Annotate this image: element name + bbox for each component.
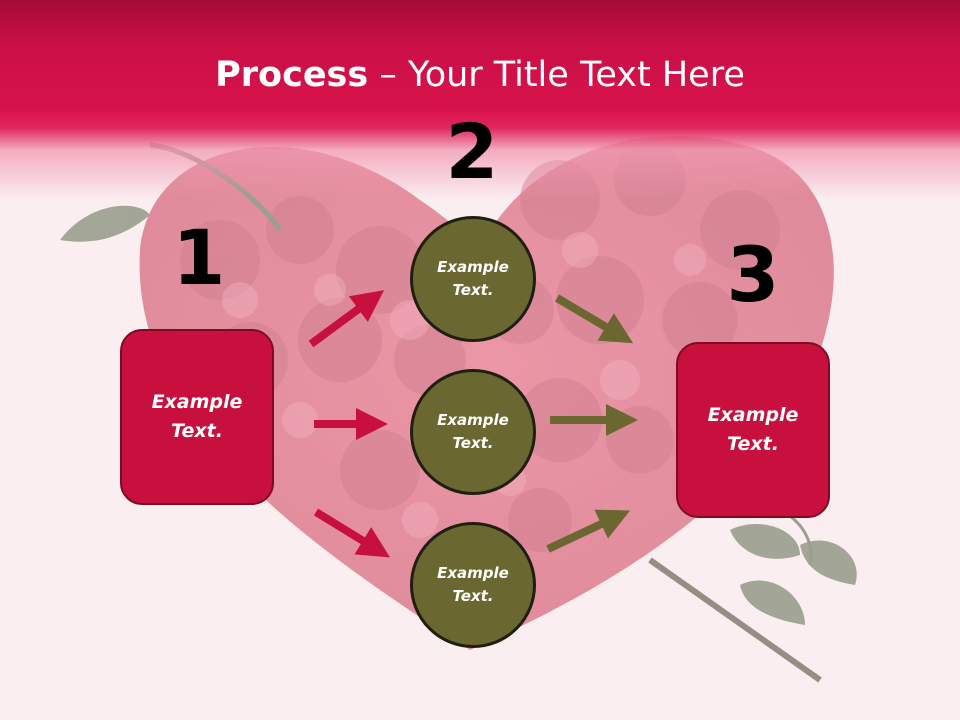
arrow-top-to-step3 [554, 294, 634, 344]
step-2-circle-middle: Example Text. [410, 369, 536, 495]
slide-title: Process – Your Title Text Here [0, 52, 960, 98]
step-number-1: 1 [172, 213, 226, 302]
step-number-3: 3 [726, 230, 780, 319]
step-2-middle-label: Example Text. [437, 411, 509, 452]
step-3-label: Example Text. [707, 404, 799, 455]
step-3-box: Example Text. [676, 342, 830, 518]
title-bold: Process [215, 55, 369, 95]
arrow-step1-to-top [308, 290, 385, 348]
arrow-bottom-to-step3 [546, 509, 631, 553]
step-2-bottom-label: Example Text. [437, 564, 509, 605]
step-1-label: Example Text. [151, 391, 243, 442]
step-number-2: 2 [445, 107, 499, 196]
title-bar [0, 0, 960, 200]
step-2-circle-top: Example Text. [410, 216, 536, 342]
step-1-box: Example Text. [120, 329, 274, 505]
step-2-circle-bottom: Example Text. [410, 522, 536, 648]
title-rest: – Your Title Text Here [368, 55, 745, 95]
arrow-step1-to-bottom [313, 508, 391, 558]
step-2-top-label: Example Text. [437, 258, 509, 299]
